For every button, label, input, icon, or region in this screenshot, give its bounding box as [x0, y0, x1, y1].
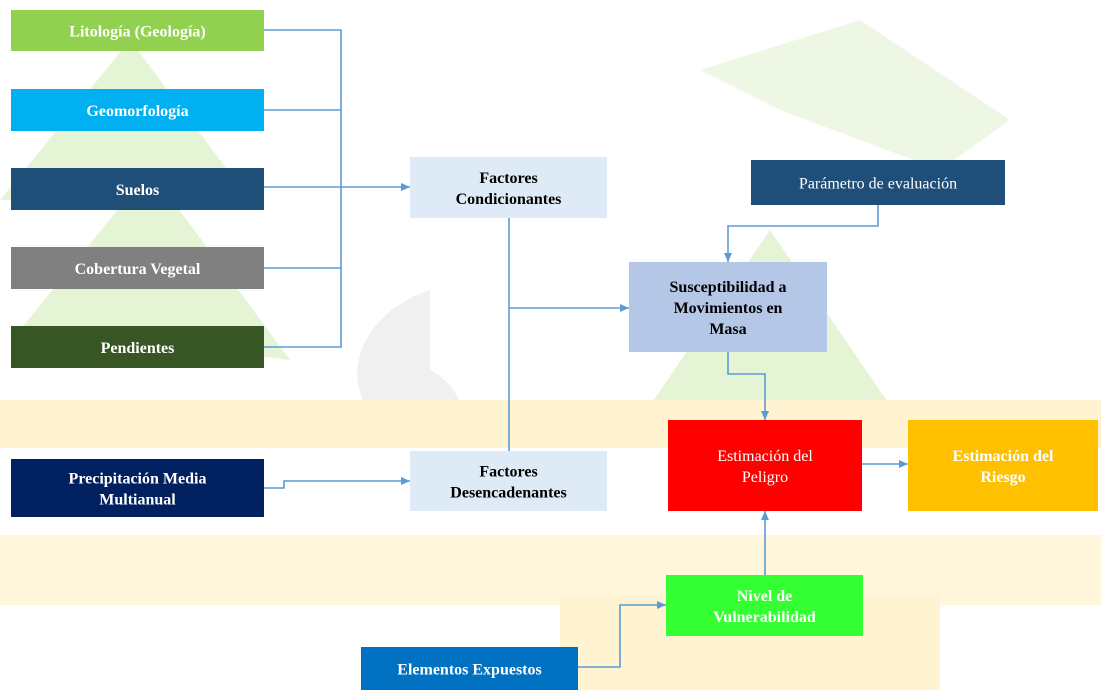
elementos-expuestos-box: Elementos Expuestos: [361, 647, 578, 690]
parametro-evaluacion-box: Parámetro de evaluación: [751, 160, 1005, 205]
precipitacion-label-line: Precipitación Media: [69, 471, 207, 488]
parametro-label-line: Parámetro de evaluación: [799, 176, 957, 193]
peligro-box-fill: [668, 420, 862, 511]
connector-expuestos-to-vulnerabilidad: [578, 601, 666, 668]
suelos-box-fill: [11, 168, 264, 210]
susceptibilidad-box-fill: [629, 262, 827, 352]
cobertura-label-line: Cobertura Vegetal: [75, 261, 201, 278]
condicionantes-label-line: Condicionantes: [456, 191, 562, 208]
riesgo-label-line: Riesgo: [980, 469, 1025, 486]
vulnerabilidad-label: Nivel de Vulnerabilidad: [713, 588, 816, 626]
peligro-label-line: Peligro: [742, 469, 788, 486]
condicionantes-label-line: Factores: [479, 170, 537, 187]
susceptibilidad-label-line: Masa: [709, 321, 746, 338]
connector-susceptibilidad-to-peligro: [727, 352, 769, 420]
litologia-label: Litología (Geología): [69, 24, 205, 41]
litologia-box: Litología (Geología): [11, 10, 264, 51]
riesgo-box-fill: [908, 420, 1098, 511]
connector-cobertura: [264, 187, 342, 269]
expuestos-label-line: Elementos Expuestos: [397, 662, 541, 679]
pendientes-box-fill: [11, 326, 264, 368]
suelos-box: Suelos: [11, 168, 264, 210]
suelos-label: Suelos: [116, 182, 160, 199]
condicionantes-box-fill: [410, 157, 607, 218]
geomorfologia-box: Geomorfología: [11, 89, 264, 131]
susceptibilidad-label-line: Susceptibilidad a: [670, 279, 787, 296]
parametro-label: Parámetro de evaluación: [799, 176, 957, 193]
litologia-label-line: Litología (Geología): [69, 24, 205, 41]
desencadenantes-box-fill: [410, 451, 607, 511]
connector-parametro-to-susceptibilidad: [724, 205, 879, 262]
expuestos-label: Elementos Expuestos: [397, 662, 541, 679]
cobertura-box-fill: [11, 247, 264, 289]
connector-pendientes: [264, 268, 342, 348]
cobertura-label: Cobertura Vegetal: [75, 261, 201, 278]
expuestos-box-fill: [361, 647, 578, 690]
connector-litologia: [264, 29, 342, 187]
vulnerabilidad-label-line: Nivel de: [737, 588, 793, 605]
pendientes-label-line: Pendientes: [101, 340, 175, 357]
desencadenantes-label-line: Factores: [479, 464, 537, 481]
pendientes-box: Pendientes: [11, 326, 264, 368]
cobertura-vegetal-box: Cobertura Vegetal: [11, 247, 264, 289]
geomorfologia-label-line: Geomorfología: [86, 103, 188, 120]
connector-precipitacion-to-desencadenantes: [264, 477, 410, 489]
precipitacion-box-fill: [11, 459, 264, 517]
precipitacion-label-line: Multianual: [99, 492, 176, 509]
pendientes-label: Pendientes: [101, 340, 175, 357]
vulnerabilidad-box-fill: [666, 575, 863, 636]
geomorfologia-label: Geomorfología: [86, 103, 188, 120]
susceptibilidad-box: Susceptibilidad a Movimientos en Masa: [629, 262, 827, 352]
susceptibilidad-label-line: Movimientos en: [674, 300, 783, 317]
nivel-vulnerabilidad-box: Nivel de Vulnerabilidad: [666, 575, 863, 636]
geomorfologia-box-fill: [11, 89, 264, 131]
riesgo-label-line: Estimación del: [953, 448, 1054, 465]
litologia-box-fill: [11, 10, 264, 51]
desencadenantes-label-line: Desencadenantes: [450, 485, 566, 502]
peligro-label-line: Estimación del: [717, 448, 813, 465]
susceptibilidad-label: Susceptibilidad a Movimientos en Masa: [670, 279, 787, 338]
suelos-label-line: Suelos: [116, 182, 160, 199]
parametro-box-fill: [751, 160, 1005, 205]
connectors: [264, 29, 908, 668]
vulnerabilidad-label-line: Vulnerabilidad: [713, 609, 816, 626]
